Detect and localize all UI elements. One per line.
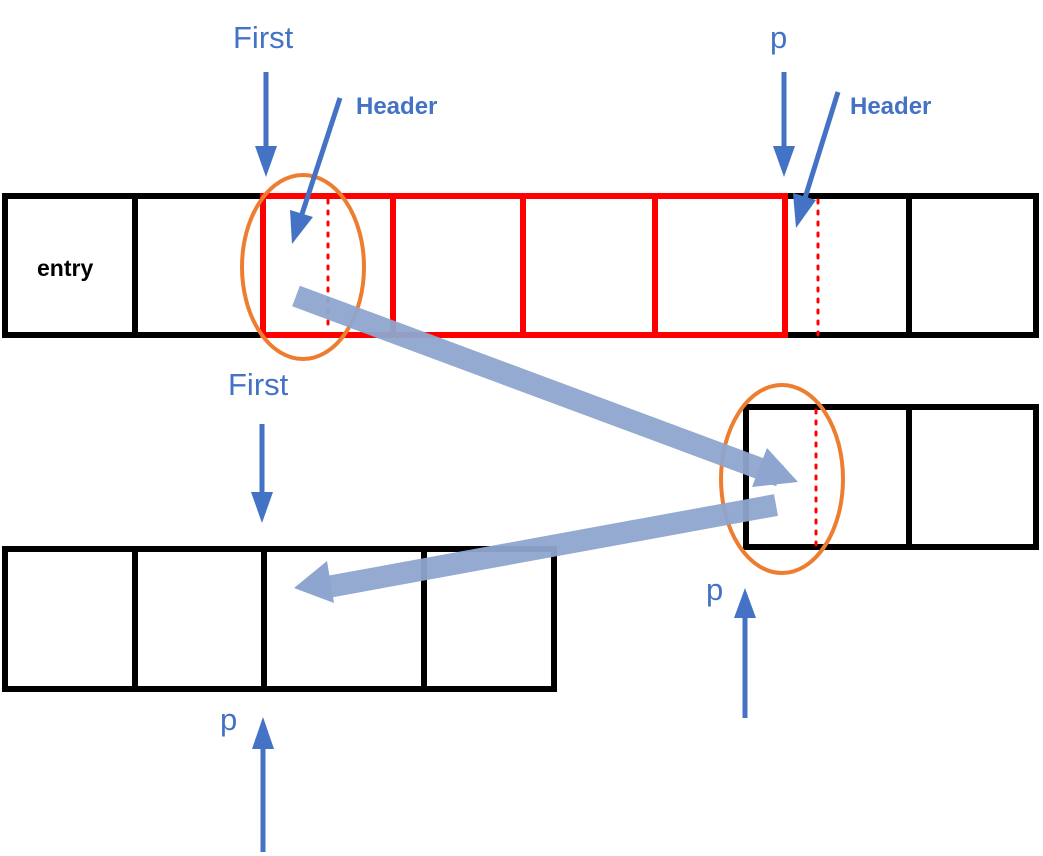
header-left-arrow xyxy=(299,97,343,215)
arrowhead xyxy=(290,210,313,244)
header-right-arrow xyxy=(802,91,841,199)
allocated-block xyxy=(260,193,788,338)
link-arrowhead xyxy=(752,448,798,487)
header-right-label: Header xyxy=(850,93,931,120)
header-highlight xyxy=(719,383,845,575)
free-list-links xyxy=(292,285,798,603)
allocated-cell xyxy=(390,193,526,338)
header-highlight xyxy=(240,173,366,361)
p-mid-label: p xyxy=(706,572,723,607)
header-left-label: Header xyxy=(356,93,437,120)
cell xyxy=(906,193,1039,338)
top-row xyxy=(2,193,1039,338)
arrowhead xyxy=(255,146,277,177)
p-bottom-label: p xyxy=(220,702,237,737)
pointer-arrows xyxy=(251,72,841,852)
cell xyxy=(906,404,1039,550)
first-bottom-label: First xyxy=(228,367,289,402)
arrowhead xyxy=(734,588,756,618)
link-arrow xyxy=(320,494,778,599)
middle-right-block xyxy=(743,404,1039,550)
arrowhead xyxy=(251,492,273,523)
p-top-label: p xyxy=(770,20,787,55)
first-top-label: First xyxy=(233,20,294,55)
link-arrow xyxy=(292,285,784,487)
header-highlights xyxy=(240,173,845,575)
arrowhead xyxy=(773,146,795,177)
arrowhead xyxy=(252,717,274,749)
link-arrowhead xyxy=(294,561,334,603)
entry-label: entry xyxy=(37,255,93,281)
allocated-cell xyxy=(520,193,658,338)
arrowhead xyxy=(793,193,816,228)
cell xyxy=(2,546,138,692)
allocated-cell xyxy=(652,193,788,338)
cell xyxy=(132,546,267,692)
